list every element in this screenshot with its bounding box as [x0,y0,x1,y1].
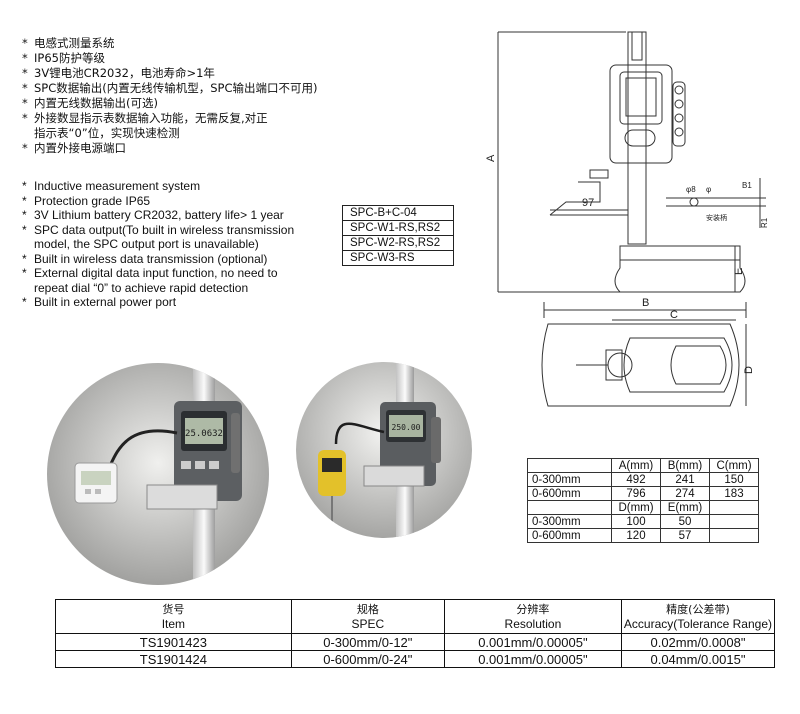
table-header-row: A(mm) B(mm) C(mm) [527,458,759,473]
dimension-table: A(mm) B(mm) C(mm) 0-300mm 492 241 150 0-… [527,458,759,543]
feature-item: *Built in external power port [22,295,177,309]
dim-label-phi8: φ8 [686,185,696,194]
dim-label-c: C [670,309,678,321]
photo-display-reading: 250.00 [392,423,421,432]
table-row: 0-300mm 492 241 150 [527,472,759,487]
feature-item: *3V Lithium battery CR2032, battery life… [22,208,284,222]
features-chinese: *电感式测量系统 *IP65防护等级 *3V锂电池CR2032，电池寿命>1年 … [22,36,318,156]
table-row: 0-300mm 100 50 [527,514,759,529]
shank-label: 安装柄 [706,213,727,222]
table-row: TS1901423 0-300mm/0-12" 0.001mm/0.00005"… [55,633,776,651]
product-photo-wireless: 25.0632 [47,363,269,585]
spc-model: SPC-W1-RS,RS2 [343,221,453,236]
feature-item: *电感式测量系统 [22,36,115,50]
feature-item: *External digital data input function, n… [22,266,278,280]
feature-item: *外接数显指示表数据输入功能，无需反复,对正 [22,111,268,125]
dim-label-97: 97 [582,197,594,209]
dim-label-d: D [743,366,755,374]
feature-item: *内置无线数据输出(可选) [22,96,158,110]
header-accuracy: 精度(公差带)Accuracy(Tolerance Range) [620,599,776,634]
feature-item: *Inductive measurement system [22,179,201,193]
spc-model: SPC-W2-RS,RS2 [343,236,453,251]
feature-item: repeat dial “0” to achieve rapid detecti… [34,280,249,295]
table-row: 0-600mm 120 57 [527,528,759,543]
feature-item: *Built in wireless data transmission (op… [22,251,268,266]
features-english: *Inductive measurement system *Protectio… [22,179,294,310]
spc-model: SPC-W3-RS [350,252,415,264]
spc-model-list: SPC-B+C-04 SPC-W1-RS,RS2 SPC-W2-RS,RS2 S… [342,205,454,266]
photo-display-reading: 25.0632 [185,429,223,439]
product-photo-indicator: 250.00 [296,362,472,538]
feature-item: *Protection grade IP65 [22,193,151,208]
feature-item: *内置外接电源端口 [22,141,126,155]
feature-item: *SPC数据输出(内置无线传输机型，SPC输出端口不可用) [22,81,318,95]
table-row: TS1901424 0-600mm/0-24" 0.001mm/0.00005"… [55,650,776,668]
feature-item: 指示表“0”位，实现快速检测 [34,126,180,140]
feature-item: *SPC data output(To built in wireless tr… [22,222,295,237]
feature-item: *3V锂电池CR2032，电池寿命>1年 [22,66,215,80]
dim-label-b: B [642,297,649,309]
feature-item: *IP65防护等级 [22,51,105,65]
table-header-row: D(mm) E(mm) [527,500,759,515]
feature-item: model, the SPC output port is unavailabl… [34,237,259,251]
technical-drawing: A 97 E B C D φ8 φ B1 R1 安装柄 [485,31,769,407]
dim-label-e: E [733,268,745,275]
dim-label-r1: R1 [760,217,769,228]
spc-model: SPC-B+C-04 [343,206,453,221]
dim-label-b1: B1 [742,181,752,190]
dim-label-phi: φ [706,185,711,194]
table-row: 0-600mm 796 274 183 [527,486,759,501]
dim-label-a: A [485,154,497,162]
